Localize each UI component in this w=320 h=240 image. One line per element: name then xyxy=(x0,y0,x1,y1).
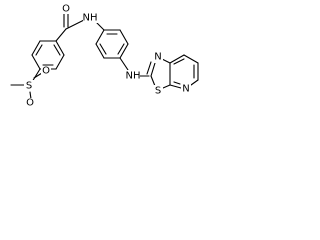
bond-carbonyl-nh xyxy=(65,19,85,30)
ring1-bond-2 xyxy=(31,40,41,56)
atom-sulfonyl-oxygen-upper: O xyxy=(42,66,50,77)
pyridine-bond-4 xyxy=(190,79,199,86)
ring2-bond-2 xyxy=(119,29,129,45)
bond-layer xyxy=(10,13,199,100)
atom-sulfonyl-oxygen-lower: O xyxy=(26,98,34,109)
ring1-double-3 xyxy=(53,44,61,56)
thiazole-c2-s xyxy=(150,75,156,87)
pyridine-double-3 xyxy=(173,81,181,85)
pyridine-double-1 xyxy=(173,58,185,65)
atom-thiazole-nitrogen: N xyxy=(154,52,161,63)
thiazole-s-c7a xyxy=(162,84,171,89)
ring1-bond-6 xyxy=(55,40,65,56)
atom-layer: O NH S O O NH N S N xyxy=(24,3,191,109)
thiazole-c2-n-double xyxy=(146,61,152,75)
bond-ring1-sulfonyl xyxy=(31,68,41,83)
atom-sulfonyl-sulfur: S xyxy=(26,81,32,92)
bond-so-upper-a xyxy=(33,72,43,79)
bond-so-lower xyxy=(29,91,32,100)
pyridine-bond-1 xyxy=(169,54,185,64)
atom-thiazole-sulfur: S xyxy=(155,86,161,97)
ring1-bond-3 xyxy=(31,54,41,70)
ring2-double-3 xyxy=(99,43,107,55)
atom-carbonyl-oxygen: O xyxy=(62,4,70,15)
atom-amine-nitrogen: NH xyxy=(126,71,141,82)
ring2-bond-5 xyxy=(95,43,105,59)
chemical-structure: O NH S O O NH N S N xyxy=(0,0,205,118)
atom-pyridine-nitrogen: N xyxy=(182,84,189,95)
ring2-bond-6 xyxy=(95,29,105,45)
bond-carbonyl-ring1 xyxy=(55,28,67,42)
pyridine-bond-2 xyxy=(183,54,199,64)
thiazole-c2-n xyxy=(150,62,156,77)
ring2-double-2 xyxy=(117,43,125,55)
ring2-bond-3 xyxy=(119,43,129,59)
bond-nh-ring2 xyxy=(95,21,105,31)
ring1-double-1 xyxy=(35,44,43,56)
pyridine-bond-5 xyxy=(169,84,182,89)
bond-ring2-nh-amine xyxy=(119,57,129,71)
ring1-bond-5 xyxy=(55,54,65,70)
atom-amide-nitrogen: NH xyxy=(83,13,98,24)
